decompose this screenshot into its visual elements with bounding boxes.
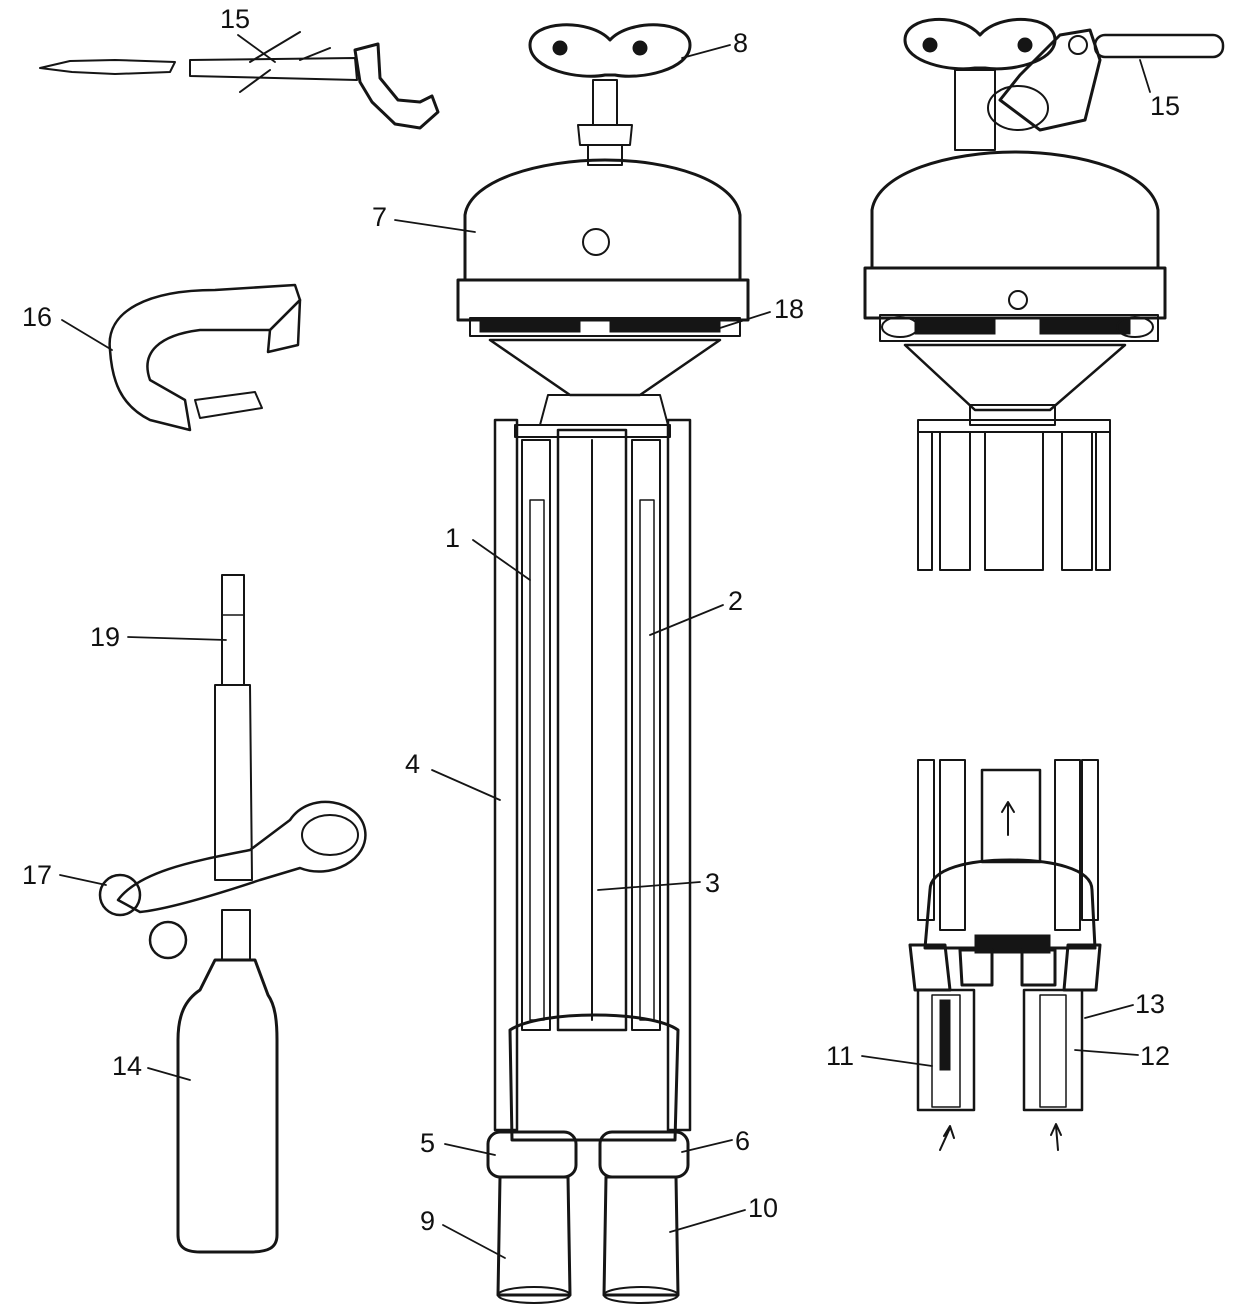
callout-9: 9 xyxy=(420,1206,435,1236)
callout-15-right: 15 xyxy=(1150,91,1180,121)
callout-8: 8 xyxy=(733,28,748,58)
callout-10: 10 xyxy=(748,1193,778,1223)
callout-18: 18 xyxy=(774,294,804,324)
callout-3: 3 xyxy=(705,868,720,898)
callout-16: 16 xyxy=(22,302,52,332)
leader-lines xyxy=(59,34,1151,1259)
callout-labels: 1 2 3 4 5 6 7 8 9 10 11 12 13 14 15 15 1… xyxy=(22,4,1180,1236)
callout-6: 6 xyxy=(735,1126,750,1156)
wetting-bottle xyxy=(98,574,367,1254)
callout-15-left: 15 xyxy=(220,4,250,34)
callout-7: 7 xyxy=(372,202,387,232)
callout-5: 5 xyxy=(420,1128,435,1158)
callout-1: 1 xyxy=(445,523,460,553)
callout-17: 17 xyxy=(22,860,52,890)
callout-4: 4 xyxy=(405,749,420,779)
callout-12: 12 xyxy=(1140,1041,1170,1071)
callout-14: 14 xyxy=(112,1051,142,1081)
psychrometer-main xyxy=(456,23,750,1304)
callout-11: 11 xyxy=(826,1041,854,1071)
head-detail xyxy=(863,17,1225,571)
lever-detached xyxy=(39,31,440,130)
callout-2: 2 xyxy=(728,586,743,616)
collector-cutaway xyxy=(908,759,1102,1151)
callout-19: 19 xyxy=(90,622,120,652)
callout-13: 13 xyxy=(1135,989,1165,1019)
clamp-ring xyxy=(108,283,302,432)
